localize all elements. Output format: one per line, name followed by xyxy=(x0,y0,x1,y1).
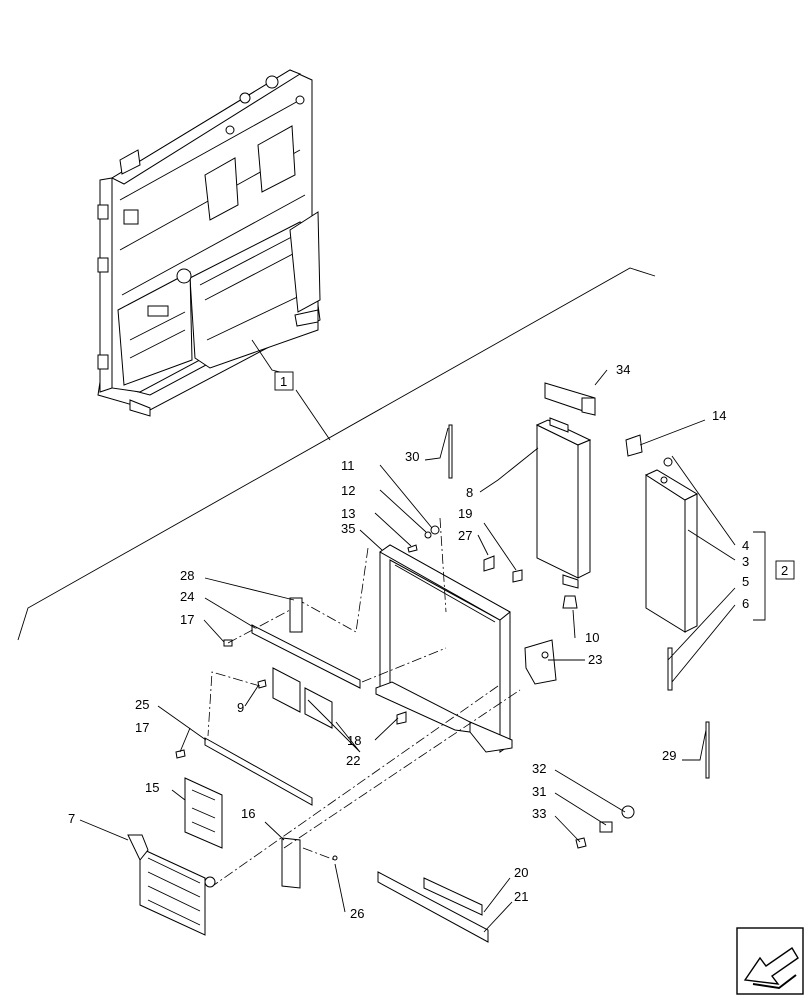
callout-3: 3 xyxy=(742,554,749,569)
callout-2: 2 xyxy=(781,563,788,578)
callout-31: 31 xyxy=(532,784,546,799)
callout-4: 4 xyxy=(742,538,749,553)
radiator-core xyxy=(535,417,592,609)
callout-30: 30 xyxy=(405,449,419,464)
callout-16: 16 xyxy=(241,806,255,821)
callout-6: 6 xyxy=(742,596,749,611)
callout-20: 20 xyxy=(514,865,528,880)
callout-35: 35 xyxy=(341,521,355,536)
cooling-assembly-overview xyxy=(97,69,321,417)
callout-21: 21 xyxy=(514,889,528,904)
callout-11: 11 xyxy=(341,458,355,473)
callout-15: 15 xyxy=(145,780,159,795)
next-page-arrow-icon[interactable] xyxy=(736,927,804,995)
callout-25: 25 xyxy=(135,697,149,712)
radiator-frame xyxy=(375,544,557,753)
intercooler xyxy=(127,834,216,936)
callout-29: 29 xyxy=(662,748,676,763)
callout-24: 24 xyxy=(180,589,194,604)
callout-34: 34 xyxy=(616,362,630,377)
callout-19: 19 xyxy=(458,506,472,521)
callout-17a: 17 xyxy=(180,612,194,627)
callout-12: 12 xyxy=(341,483,355,498)
callout-9: 9 xyxy=(237,700,244,715)
callout-10: 10 xyxy=(585,630,599,645)
callout-28: 28 xyxy=(180,568,194,583)
oil-cooler-core xyxy=(644,457,699,691)
callout-23: 23 xyxy=(588,652,602,667)
callout-32: 32 xyxy=(532,761,546,776)
callout-22: 22 xyxy=(346,753,360,768)
callout-18: 18 xyxy=(347,733,361,748)
callout-7: 7 xyxy=(68,811,75,826)
callout-8: 8 xyxy=(466,485,473,500)
callout-1: 1 xyxy=(280,374,287,389)
callout-26: 26 xyxy=(350,906,364,921)
callout-17b: 17 xyxy=(135,720,149,735)
callout-27: 27 xyxy=(458,528,472,543)
callout-13: 13 xyxy=(341,506,355,521)
callout-14: 14 xyxy=(712,408,726,423)
callout-33: 33 xyxy=(532,806,546,821)
callout-5: 5 xyxy=(742,574,749,589)
